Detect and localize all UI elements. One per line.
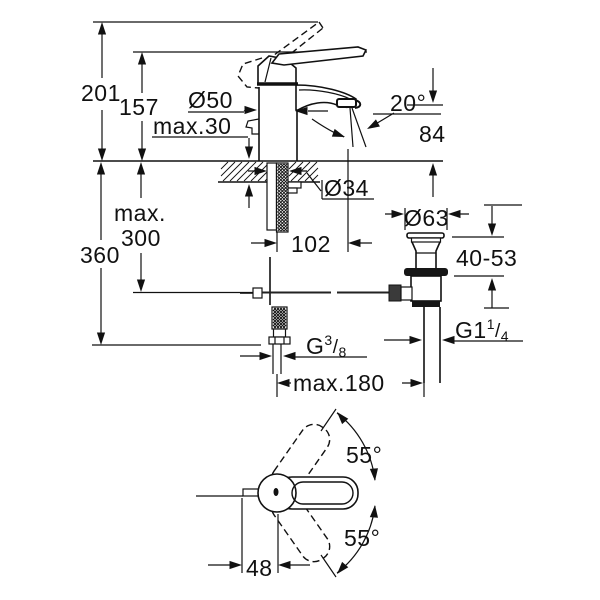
dimension-labels: 201 157 Ø50 max.30 20° 84 Ø34 102 max. 3… [80,80,517,581]
dim-pull-rod-max: max. [114,200,166,226]
faucet-top-view [242,473,359,513]
faucet-side-view [245,46,368,161]
supply-hose [268,306,291,374]
lever-pin [273,488,279,496]
waste-plug-cap [406,232,445,239]
braid-texture [272,307,287,329]
waste-valve [388,232,448,383]
dim-waste-offset: max.180 [293,370,385,396]
faucet-body [258,87,298,161]
dim-deck-thickness: max.30 [153,113,231,139]
hose-nut [268,336,291,345]
mounting-deck [93,160,443,233]
dim-waste-thread: G11/4 [455,316,509,344]
dim-swing-upper: 55° [346,442,382,468]
dim-hole-diameter: Ø34 [324,175,369,201]
lever-raised-dashed [237,21,324,89]
valve-body [410,275,442,302]
dim-supply-length: 360 [80,242,120,268]
dim-spout-height: 84 [419,121,446,147]
rod-knob [388,284,402,302]
dim-spout-offset: 48 [246,555,273,581]
pop-up-rod-assembly [240,257,389,305]
arrowheads [96,22,497,574]
gasket [404,268,448,276]
dim-lever-height: 157 [119,94,159,120]
spout-tip-top [242,488,260,497]
dim-pull-rod-300: 300 [121,225,161,251]
dim-spray-angle: 20° [390,90,426,116]
water-stream [349,107,367,148]
dim-spout-reach: 102 [291,231,331,257]
tailpipe [423,307,441,383]
aerator [336,98,357,108]
dim-swing-lower: 55° [344,525,380,551]
shank-knurling [277,163,288,232]
pop-up-lever [245,118,260,135]
lever-handle [270,46,368,66]
dim-waste-flange: Ø63 [404,205,449,231]
dim-body-diameter: Ø50 [188,87,233,113]
pull-rod-shaft [266,162,278,231]
dim-supply-thread: G3/8 [306,332,347,360]
dim-clamping-range: 40-53 [456,245,517,271]
dim-overall-height: 201 [81,80,121,106]
